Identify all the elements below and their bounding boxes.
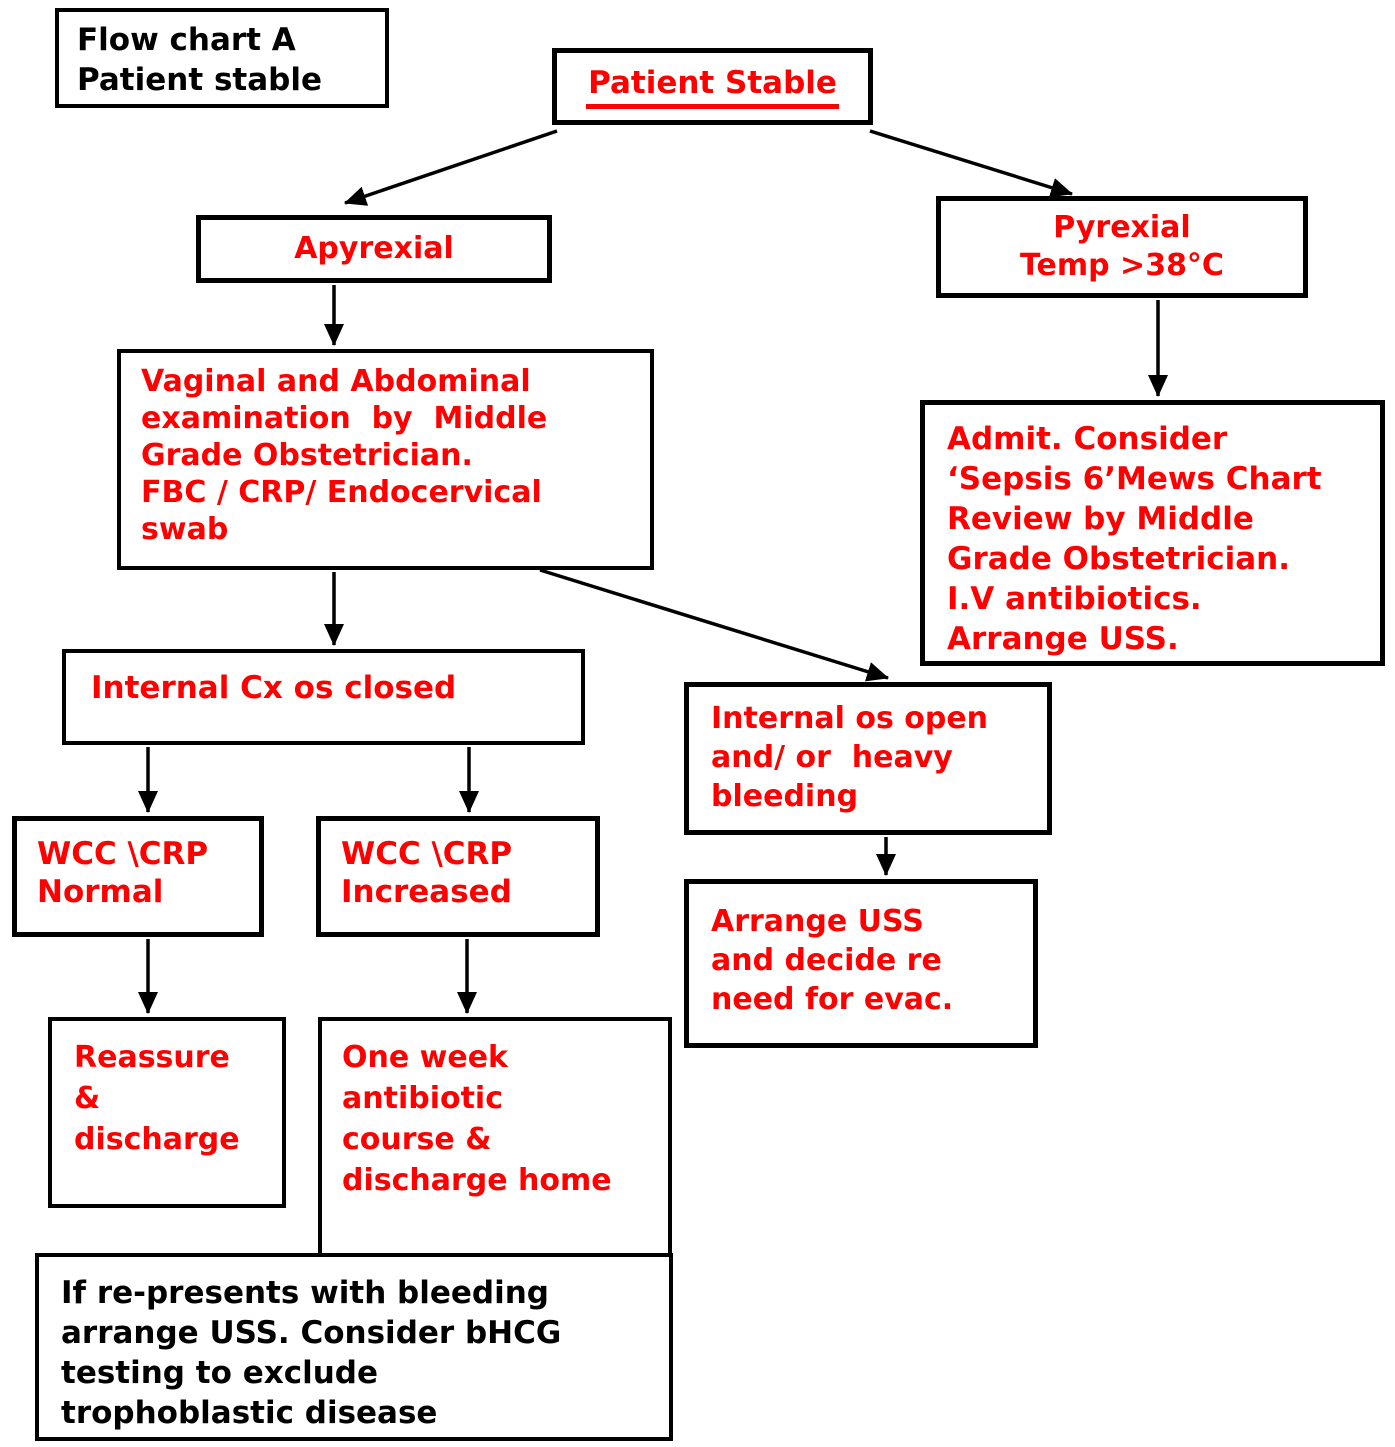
wcc-increased-line-2: Increased [341,874,512,910]
reassure-line-1: Reassure [74,1040,230,1075]
arrange-uss-line-3: need for evac. [711,982,954,1017]
admit-line-6: Arrange USS. [947,621,1179,657]
re-presents-line-3: testing to exclude [61,1355,379,1391]
pyrexial-line-1: Pyrexial [1053,210,1191,245]
one-week-line-4: discharge home [342,1163,612,1198]
admit-line-5: I.V antibiotics. [947,581,1202,617]
internal-os-open-line-2: and/ or heavy [711,740,953,775]
internal-os-closed-label: Internal Cx os closed [91,670,457,706]
node-reassure: Reassure & discharge [48,1017,286,1208]
reassure-line-3: discharge [74,1122,240,1157]
node-internal-os-closed: Internal Cx os closed [62,649,585,745]
wcc-normal-line-1: WCC \CRP [37,836,209,872]
node-re-presents: If re-presents with bleeding arrange USS… [35,1253,673,1441]
node-one-week: One week antibiotic course & discharge h… [318,1017,672,1274]
arrow-vaginal-exam-to-internal-os-open [539,568,889,682]
node-admit: Admit. Consider ‘Sepsis 6’Mews Chart Rev… [920,400,1385,666]
one-week-line-2: antibiotic [342,1081,504,1116]
re-presents-line-1: If re-presents with bleeding [61,1275,549,1311]
wcc-increased-line-1: WCC \CRP [341,836,513,872]
vaginal-exam-line-4: FBC / CRP/ Endocervical [141,475,542,510]
wcc-normal-line-2: Normal [37,874,164,910]
node-apyrexial: Apyrexial [196,215,552,283]
legend-line-1: Flow chart A [77,22,296,58]
apyrexial-label: Apyrexial [294,231,454,266]
node-vaginal-exam: Vaginal and Abdominal examination by Mid… [117,349,654,570]
node-wcc-normal: WCC \CRP Normal [12,816,264,937]
vaginal-exam-line-3: Grade Obstetrician. [141,438,473,473]
node-patient-stable: Patient Stable [552,48,873,125]
admit-line-2: ‘Sepsis 6’Mews Chart [947,461,1322,497]
arrow-patient-stable-to-pyrexial [869,129,1073,198]
internal-os-open-line-1: Internal os open [711,701,989,736]
reassure-line-2: & [74,1081,101,1116]
pyrexial-line-2: Temp >38°C [1020,248,1224,283]
one-week-line-3: course & [342,1122,492,1157]
legend-line-2: Patient stable [77,62,322,98]
internal-os-open-line-3: bleeding [711,779,859,814]
node-arrange-uss: Arrange USS and decide re need for evac. [684,879,1038,1048]
re-presents-line-4: trophoblastic disease [61,1395,438,1431]
arrange-uss-line-2: and decide re [711,943,942,978]
node-wcc-increased: WCC \CRP Increased [316,816,600,937]
admit-line-3: Review by Middle [947,501,1254,537]
node-pyrexial: Pyrexial Temp >38°C [936,196,1308,298]
re-presents-line-2: arrange USS. Consider bHCG [61,1315,562,1351]
patient-stable-label: Patient Stable [586,64,839,109]
vaginal-exam-line-1: Vaginal and Abdominal [141,364,531,399]
vaginal-exam-line-5: swab [141,512,229,547]
admit-line-1: Admit. Consider [947,421,1228,457]
vaginal-exam-line-2: examination by Middle [141,401,548,436]
node-legend: Flow chart A Patient stable [55,8,389,108]
one-week-line-1: One week [342,1040,509,1075]
node-internal-os-open: Internal os open and/ or heavy bleeding [684,682,1052,835]
admit-line-4: Grade Obstetrician. [947,541,1290,577]
arrow-patient-stable-to-apyrexial [344,129,558,206]
arrange-uss-line-1: Arrange USS [711,904,924,939]
